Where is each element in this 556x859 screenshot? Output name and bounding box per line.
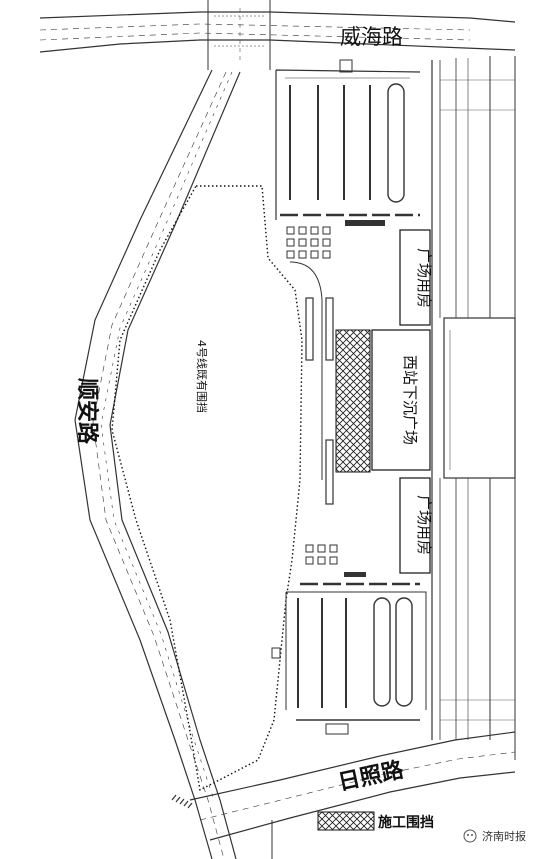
west-sunken-plaza: 西站下沉广场 [371, 329, 431, 471]
line4-fence-label: 4号线既有围挡 [195, 340, 209, 413]
rizhao-road [171, 731, 516, 859]
watermark: 济南时报 [463, 829, 526, 843]
watermark-text: 济南时报 [482, 829, 526, 843]
rizhao-road-label: 日照路 [336, 757, 407, 796]
north-parking [275, 59, 421, 226]
plaza-building-lower: 广场用房 [399, 477, 433, 574]
south-square-grid [305, 544, 338, 565]
weihai-road-label: 威海路 [340, 25, 403, 49]
weihai-road [39, 0, 516, 70]
plaza-building-upper-label: 广场用房 [415, 248, 433, 308]
plaza-building-upper: 广场用房 [399, 229, 433, 326]
legend-hatch-swatch [317, 811, 375, 831]
shunan-road-label: 顺安路 [74, 378, 100, 445]
legend-construction-fence-label: 施工围挡 [378, 814, 434, 831]
legend: 施工围挡 [317, 811, 434, 831]
north-square-grid [286, 226, 331, 259]
station-building [431, 56, 516, 760]
shunan-road [74, 69, 241, 859]
line4-existing-fence [111, 185, 303, 792]
construction-fence-area [335, 329, 371, 473]
south-parking [271, 572, 427, 735]
middle-corridor [289, 261, 334, 505]
plaza-building-lower-label: 广场用房 [415, 495, 433, 555]
west-sunken-plaza-label: 西站下沉广场 [401, 355, 419, 445]
wechat-icon [463, 829, 477, 843]
